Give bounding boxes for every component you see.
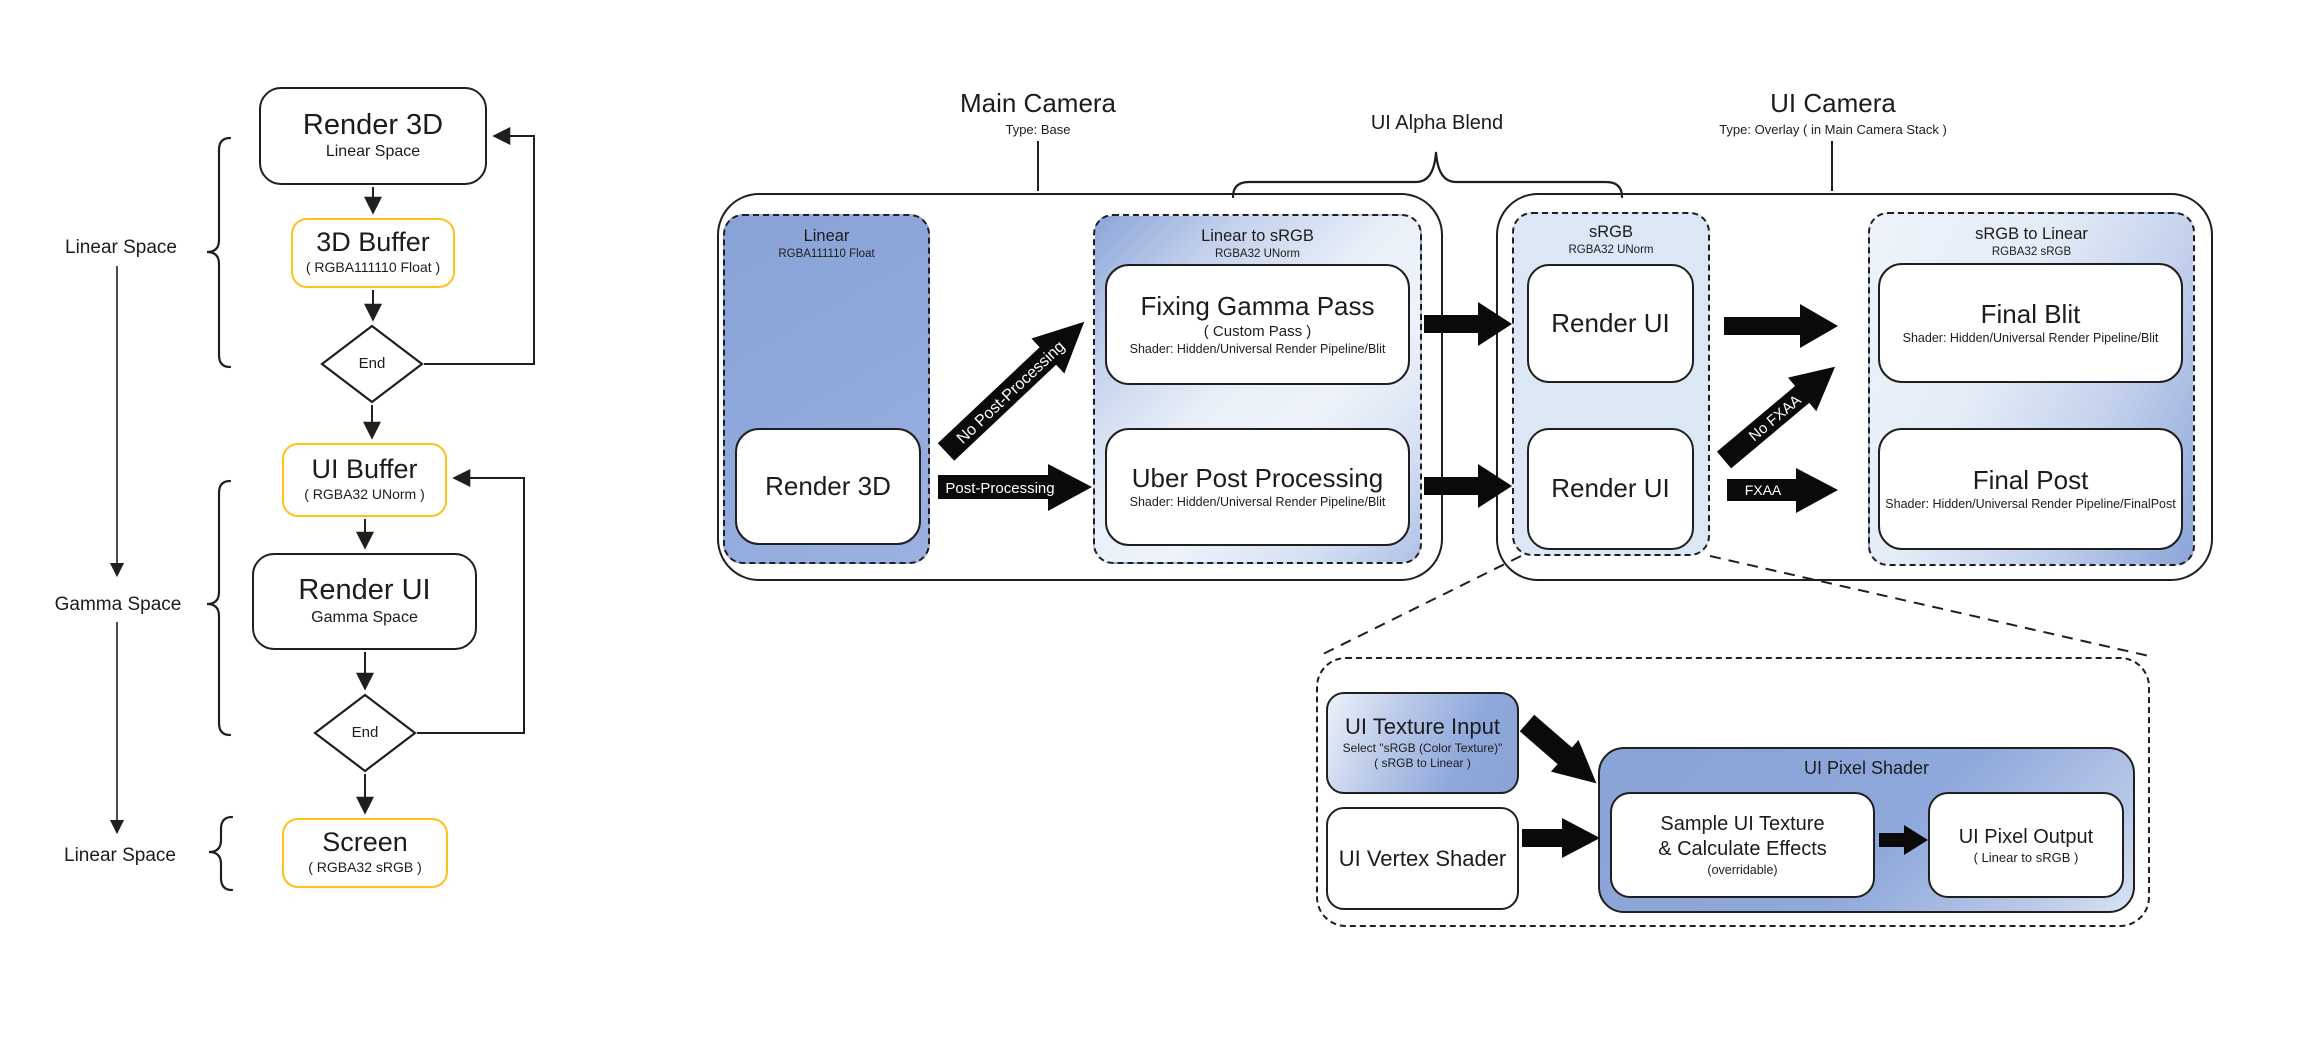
flow-node-ui-buffer-title: UI Buffer: [311, 454, 418, 485]
render3d-pass-box: Render 3D: [735, 428, 921, 545]
flow-node-screen-title: Screen: [322, 827, 408, 858]
flow-node-ui-buffer: UI Buffer ( RGBA32 UNorm ): [282, 443, 447, 517]
flow-node-render3d-subtitle: Linear Space: [325, 143, 421, 161]
final-blit-box: Final Blit Shader: Hidden/Universal Rend…: [1878, 263, 2183, 383]
main-camera-subtitle: Type: Base: [1005, 122, 1071, 137]
srgb-to-linear-title: sRGB to Linear: [1975, 225, 2088, 243]
ui-vertex-shader-box: UI Vertex Shader: [1326, 807, 1519, 910]
brace-ui-alpha-blend: [1231, 151, 1624, 199]
uber-post-processing-shader: Shader: Hidden/Universal Render Pipeline…: [1129, 495, 1386, 510]
ui-vertex-shader-label: UI Vertex Shader: [1338, 845, 1507, 871]
ui-alpha-blend-label: UI Alpha Blend: [1370, 112, 1504, 134]
render-ui-bottom-box: Render UI: [1527, 428, 1694, 550]
brace-gamma-space: [206, 479, 232, 737]
srgb-to-linear-group-header: sRGB to Linear RGBA32 sRGB: [1868, 224, 2195, 259]
linear-to-srgb-format: RGBA32 UNorm: [1215, 247, 1300, 260]
ui-pixel-shader-title: UI Pixel Shader: [1803, 758, 1930, 778]
flow-node-3d-buffer-subtitle: ( RGBA111110 Float ): [305, 259, 441, 276]
final-post-title: Final Post: [1972, 465, 2089, 496]
ui-texture-input-note2: ( sRGB to Linear ): [1374, 756, 1471, 771]
final-post-shader: Shader: Hidden/Universal Render Pipeline…: [1885, 497, 2176, 512]
final-blit-shader: Shader: Hidden/Universal Render Pipeline…: [1902, 331, 2159, 346]
uber-post-processing-box: Uber Post Processing Shader: Hidden/Univ…: [1105, 428, 1410, 546]
linear-to-srgb-group-header: Linear to sRGB RGBA32 UNorm: [1093, 226, 1422, 261]
ui-camera-title: UI Camera: [1770, 88, 1896, 118]
linear-group-title: Linear: [803, 227, 850, 245]
srgb-group-format: RGBA32 UNorm: [1568, 243, 1654, 256]
flow-end2-label: End: [351, 724, 379, 741]
render-ui-top-label: Render UI: [1551, 307, 1670, 338]
flow-node-screen-subtitle: ( RGBA32 sRGB ): [308, 859, 422, 876]
uber-post-processing-title: Uber Post Processing: [1131, 463, 1384, 494]
srgb-group-title: sRGB: [1588, 223, 1633, 241]
brace-linear-space-bottom: [208, 815, 234, 892]
final-post-box: Final Post Shader: Hidden/Universal Rend…: [1878, 428, 2183, 550]
flow-end1-label: End: [358, 355, 386, 372]
fixing-gamma-pass-box: Fixing Gamma Pass ( Custom Pass ) Shader…: [1105, 264, 1410, 385]
sample-ui-texture-note: (overridable): [1707, 862, 1778, 877]
linear-to-srgb-title: Linear to sRGB: [1201, 227, 1314, 245]
side-label-linear-bottom: Linear Space: [64, 845, 176, 866]
fixing-gamma-pass-title: Fixing Gamma Pass: [1140, 291, 1375, 322]
brace-linear-space-top: [206, 136, 232, 369]
render3d-pass-label: Render 3D: [765, 470, 891, 501]
ui-texture-input-box: UI Texture Input Select "sRGB (Color Tex…: [1326, 692, 1519, 794]
sample-ui-texture-line1: Sample UI Texture: [1660, 812, 1825, 835]
flow-node-ui-buffer-subtitle: ( RGBA32 UNorm ): [304, 486, 425, 503]
main-camera-title: Main Camera: [959, 88, 1117, 118]
srgb-to-linear-format: RGBA32 sRGB: [1991, 245, 2072, 258]
flow-node-render-ui-subtitle: Gamma Space: [311, 608, 418, 626]
fixing-gamma-pass-shader: Shader: Hidden/Universal Render Pipeline…: [1129, 342, 1386, 357]
flow-node-render-ui: Render UI Gamma Space: [252, 553, 477, 650]
flow-node-3d-buffer: 3D Buffer ( RGBA111110 Float ): [291, 218, 455, 288]
render-ui-top-box: Render UI: [1527, 264, 1694, 383]
flow-node-render3d: Render 3D Linear Space: [259, 87, 487, 185]
srgb-group-header: sRGB RGBA32 UNorm: [1512, 222, 1710, 257]
ui-pixel-output-note: ( Linear to sRGB ): [1973, 849, 2079, 865]
fixing-gamma-pass-note: ( Custom Pass ): [1203, 322, 1312, 340]
linear-group-header: Linear RGBA111110 Float: [723, 226, 930, 261]
sample-ui-texture-line2: & Calculate Effects: [1658, 837, 1827, 860]
side-label-linear-top: Linear Space: [65, 237, 177, 258]
flow-node-render3d-title: Render 3D: [302, 108, 444, 141]
linear-group-format: RGBA111110 Float: [778, 247, 875, 260]
ui-pixel-output-title: UI Pixel Output: [1958, 825, 2094, 848]
render-ui-bottom-label: Render UI: [1551, 473, 1670, 504]
final-blit-title: Final Blit: [1980, 299, 2081, 330]
flow-node-3d-buffer-title: 3D Buffer: [316, 227, 430, 258]
ui-texture-input-title: UI Texture Input: [1345, 714, 1500, 740]
ui-texture-input-note1: Select "sRGB (Color Texture)": [1342, 740, 1503, 755]
flow-node-render-ui-title: Render UI: [298, 574, 431, 607]
side-label-gamma: Gamma Space: [54, 594, 182, 615]
flow-node-screen: Screen ( RGBA32 sRGB ): [282, 818, 448, 888]
ui-camera-subtitle: Type: Overlay ( in Main Camera Stack ): [1719, 122, 1947, 137]
ui-pixel-output-box: UI Pixel Output ( Linear to sRGB ): [1928, 792, 2124, 898]
sample-ui-texture-box: Sample UI Texture & Calculate Effects (o…: [1610, 792, 1875, 898]
